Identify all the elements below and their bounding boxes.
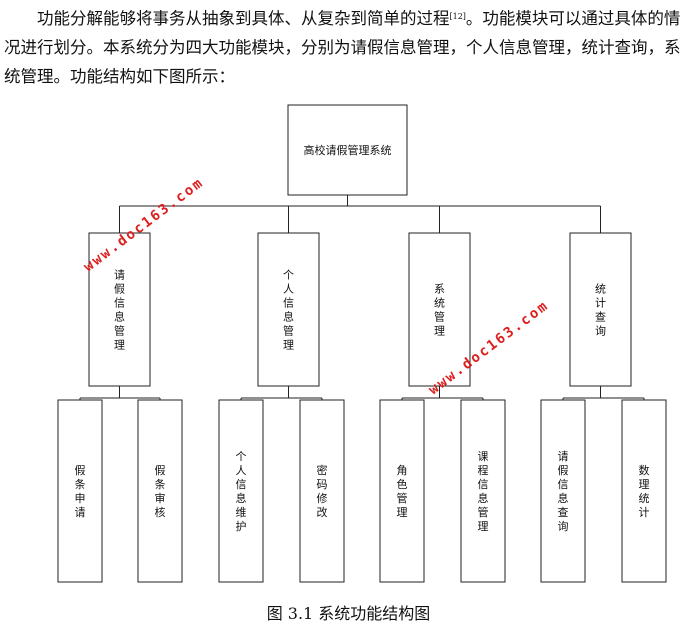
intro-paragraph: 功能分解能够将事务从抽象到具体、从复杂到简单的过程[12]。功能模块可以通过具体… xyxy=(4,4,693,91)
leaf-box xyxy=(57,399,103,583)
leaf-box xyxy=(299,399,345,583)
leaf-label: 假条申请 xyxy=(75,463,86,519)
module-label: 个人信息管理 xyxy=(283,269,294,352)
leaf-box xyxy=(540,399,586,583)
leaf-label: 请假信息查询 xyxy=(558,450,569,533)
leaf-box xyxy=(460,399,506,583)
leaf-label: 密码修改 xyxy=(317,463,328,519)
paragraph-text-1: 功能分解能够将事务从抽象到具体、从复杂到简单的过程 xyxy=(37,9,450,28)
root-label: 高校请假管理系统 xyxy=(304,143,392,157)
leaf-box xyxy=(379,399,425,583)
leaf-label: 个人信息维护 xyxy=(236,450,247,533)
leaf-box xyxy=(621,399,667,583)
leaf-label: 课程信息管理 xyxy=(478,450,489,533)
leaf-label: 数理统计 xyxy=(639,464,650,519)
module-box xyxy=(88,232,151,387)
paragraph-text-2: 。功能模块可以通过具体的情况进行划分。本系统分为四大功能模块，分别为请假信息管理… xyxy=(4,9,681,86)
citation-ref: [12] xyxy=(449,12,466,21)
module-box xyxy=(569,232,632,387)
module-label: 统计查询 xyxy=(595,283,606,338)
leaf-box xyxy=(218,399,264,583)
leaf-label: 角色管理 xyxy=(397,464,408,519)
module-label: 系统管理 xyxy=(434,283,445,338)
module-label: 请假信息管理 xyxy=(114,269,125,352)
module-box xyxy=(408,232,471,387)
leaf-box xyxy=(137,399,183,583)
figure-caption: 图 3.1 系统功能结构图 xyxy=(266,604,431,623)
module-box xyxy=(257,232,320,387)
leaf-label: 假条审核 xyxy=(155,463,166,519)
